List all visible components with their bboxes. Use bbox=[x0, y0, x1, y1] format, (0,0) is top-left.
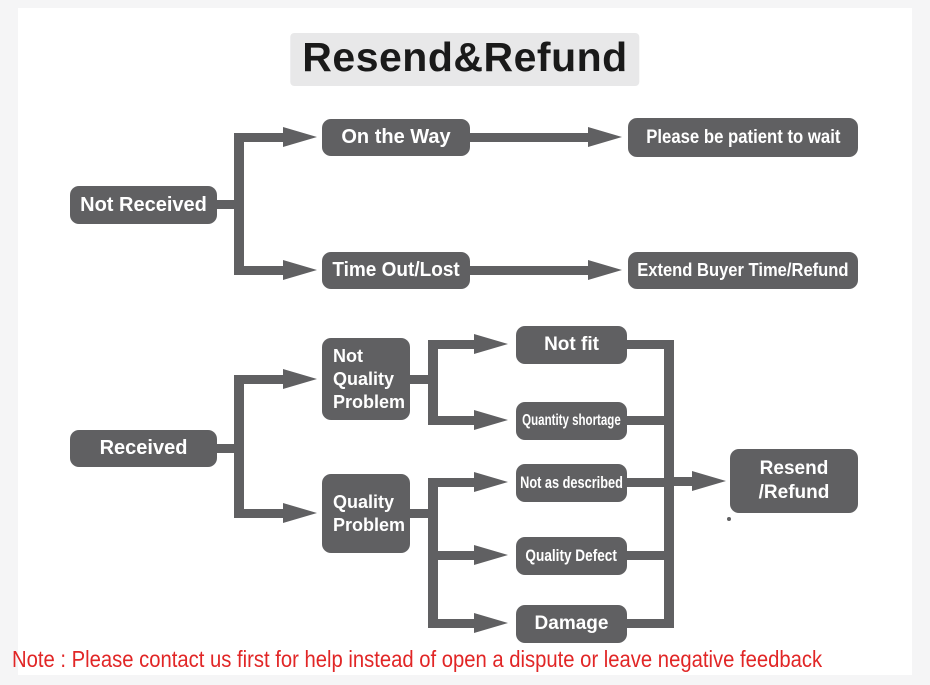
connector-mid-vertical-bottom bbox=[428, 478, 438, 628]
node-label-line: Problem bbox=[333, 514, 406, 535]
connector-quantity-shortage-out bbox=[627, 416, 665, 425]
node-quality-defect: Quality Defect bbox=[516, 537, 627, 575]
node-quantity-shortage: Quantity shortage bbox=[516, 402, 627, 440]
arrowhead-to-please-patient bbox=[588, 127, 622, 147]
node-quality-problem: Quality Problem bbox=[322, 474, 410, 553]
node-label-line: /Refund bbox=[758, 482, 830, 503]
connector-qp-stub bbox=[410, 509, 429, 518]
node-label: Damage bbox=[534, 613, 609, 634]
node-label: Time Out/Lost bbox=[332, 259, 460, 281]
node-resend-refund: Resend /Refund bbox=[730, 449, 858, 513]
connector-on-the-way-to-patient bbox=[470, 133, 588, 142]
connector-received-stub bbox=[217, 444, 235, 453]
node-not-received: Not Received bbox=[70, 186, 217, 224]
node-label: Please be patient to wait bbox=[645, 126, 841, 148]
connector-to-resend-refund bbox=[674, 477, 694, 486]
node-extend-buyer-time-refund: Extend Buyer Time/Refund bbox=[628, 252, 858, 289]
node-label: Not as described bbox=[520, 473, 623, 492]
arrowhead-to-not-quality-problem bbox=[283, 369, 317, 389]
node-label-line: Quality bbox=[333, 368, 395, 389]
node-label-line: Resend bbox=[759, 458, 829, 479]
node-received: Received bbox=[70, 430, 217, 467]
connector-time-out-to-extend bbox=[470, 266, 588, 275]
connector-not-as-described-out bbox=[627, 478, 665, 487]
connector-to-not-as-described bbox=[438, 478, 474, 487]
connector-to-quantity-shortage bbox=[438, 416, 474, 425]
connector-to-not-fit bbox=[438, 340, 474, 349]
connector-collector-vertical bbox=[664, 340, 674, 628]
arrowhead-to-not-fit bbox=[474, 334, 508, 354]
arrowhead-to-quality-problem bbox=[283, 503, 317, 523]
connector-branch-quality bbox=[234, 509, 283, 518]
connector-branch-time-out bbox=[234, 266, 283, 275]
bottom-note-text: Note : Please contact us first for help … bbox=[12, 646, 823, 672]
node-label: Quality Defect bbox=[525, 546, 618, 565]
bottom-note: Note : Please contact us first for help … bbox=[12, 646, 930, 673]
connector-nqp-stub bbox=[410, 375, 429, 384]
node-label-line: Not bbox=[333, 345, 363, 366]
connector-not-received-stub bbox=[217, 200, 235, 209]
stray-dot bbox=[727, 517, 731, 521]
arrowhead-to-time-out bbox=[283, 260, 317, 280]
connector-to-damage bbox=[438, 619, 474, 628]
node-on-the-way: On the Way bbox=[322, 119, 470, 156]
connector-branch-not-quality bbox=[234, 375, 283, 384]
connector-not-fit-out bbox=[627, 340, 665, 349]
connector-branch-on-the-way bbox=[234, 133, 283, 142]
connector-damage-out bbox=[627, 619, 665, 628]
node-damage: Damage bbox=[516, 605, 627, 643]
arrowhead-to-quantity-shortage bbox=[474, 410, 508, 430]
node-not-fit: Not fit bbox=[516, 326, 627, 364]
node-label: Not Received bbox=[80, 193, 207, 216]
node-not-as-described: Not as described bbox=[516, 464, 627, 502]
node-label-line: Problem bbox=[333, 391, 406, 412]
node-label: Quantity shortage bbox=[522, 412, 621, 429]
connector-mid-vertical-top bbox=[428, 340, 438, 425]
node-not-quality-problem: Not Quality Problem bbox=[322, 338, 410, 420]
arrowhead-to-on-the-way bbox=[283, 127, 317, 147]
connector-trunk-not-received bbox=[234, 133, 244, 275]
node-label: On the Way bbox=[341, 126, 451, 148]
page-title: Resend&Refund bbox=[290, 33, 640, 86]
node-label: Extend Buyer Time/Refund bbox=[637, 260, 849, 280]
node-label: Received bbox=[99, 437, 188, 459]
page-title-text: Resend&Refund bbox=[302, 34, 628, 80]
arrowhead-to-not-as-described bbox=[474, 472, 508, 492]
connector-quality-defect-out bbox=[627, 551, 665, 560]
arrowhead-to-resend-refund bbox=[692, 471, 726, 491]
connector-to-quality-defect bbox=[438, 551, 474, 560]
arrowhead-to-extend-buyer bbox=[588, 260, 622, 280]
node-label-line: Quality bbox=[333, 491, 395, 512]
node-label: Not fit bbox=[544, 334, 599, 355]
arrowhead-to-quality-defect bbox=[474, 545, 508, 565]
node-please-be-patient: Please be patient to wait bbox=[628, 118, 858, 157]
arrowhead-to-damage bbox=[474, 613, 508, 633]
node-time-out-lost: Time Out/Lost bbox=[322, 252, 470, 289]
connector-trunk-received bbox=[234, 375, 244, 518]
